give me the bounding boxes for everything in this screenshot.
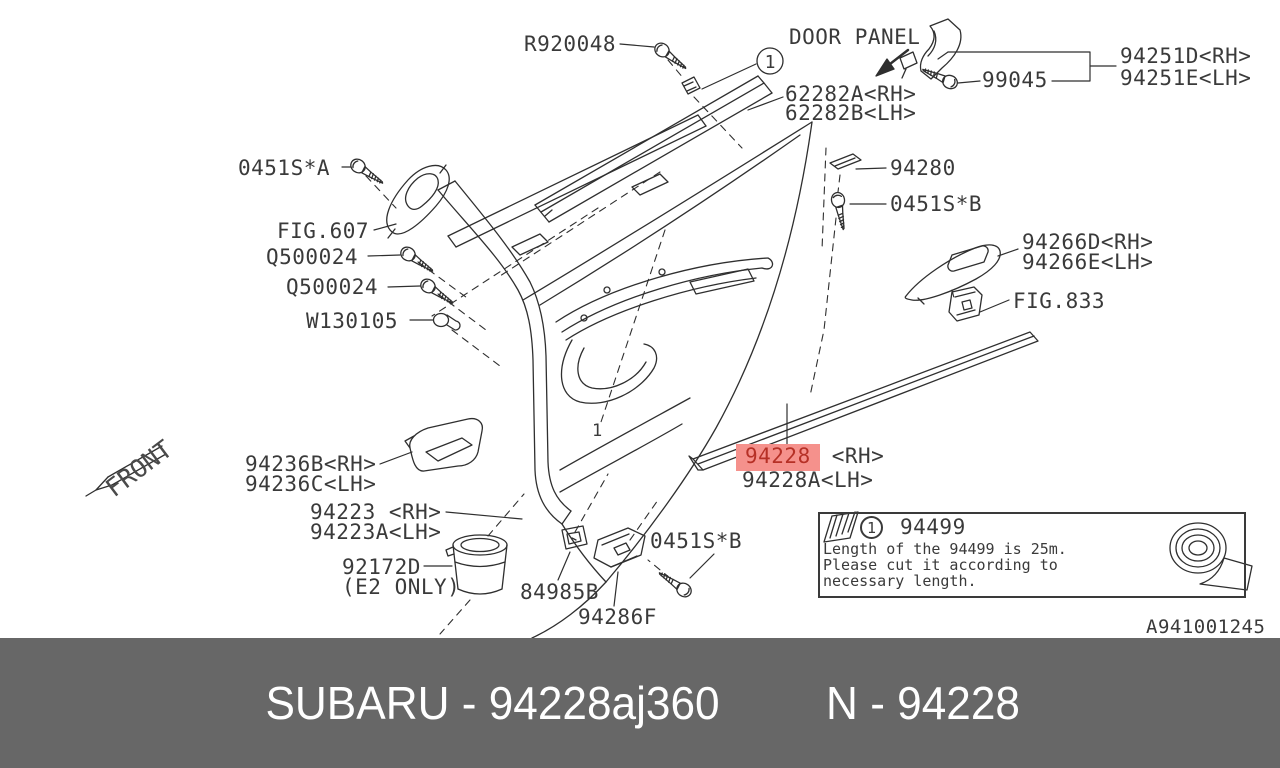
footer-ref-text: N - 94228: [825, 677, 1020, 729]
switch-bezel-94266-drawing: [904, 244, 1001, 305]
tape-roll-icon: [1169, 522, 1253, 591]
callout-q500024-lower: Q500024: [286, 275, 379, 299]
leader-lines: [341, 43, 1117, 607]
callout-r920048: R920048: [524, 32, 617, 56]
note-line-1: Length of the 94499 is 25m.: [823, 540, 1067, 558]
ref-1-inline: 1: [592, 421, 602, 441]
fig607-handle-drawing: [386, 164, 450, 239]
svg-text:FRONT: FRONT: [100, 434, 178, 502]
trim-strip-94228-drawing: [688, 331, 1039, 471]
callout-0451s-a: 0451S*A: [238, 156, 331, 180]
callout-94251e: 94251E<LH>: [1120, 66, 1252, 90]
footer-part-text: SUBARU - 94228aj360: [265, 677, 721, 729]
projection-dashed-lines: [365, 59, 956, 635]
callout-94251d: 94251D<RH>: [1120, 44, 1252, 68]
callout-94266e: 94266E<LH>: [1022, 250, 1154, 274]
weatherstrip-62282-drawing: [534, 75, 773, 223]
door-frame-rail-drawing: [447, 114, 707, 322]
grommet-w130105-icon: [432, 312, 461, 331]
door-panel-arrow-icon: [875, 48, 910, 77]
note-part-number: 94499: [900, 515, 966, 539]
callout-94236b: 94236B<RH>: [245, 452, 377, 476]
callout-94228-rh: <RH>: [831, 444, 885, 468]
screw-0451sb-upper-icon: [829, 190, 851, 232]
callout-94228-row: 94228 <RH>: [736, 444, 884, 471]
callout-w130105: W130105: [306, 309, 399, 333]
callout-94280: 94280: [890, 156, 956, 180]
callout-94286f: 94286F: [578, 605, 657, 629]
door-panel-exploded-drawing: 1 1 FRONT: [85, 18, 1253, 638]
handle-bezel-94236-drawing: [404, 417, 484, 472]
clip-r920048-drawing: [681, 76, 701, 95]
clip-94280-drawing: [829, 153, 862, 170]
clip-84985b-drawing: [561, 525, 588, 550]
callout-84985b: 84985B: [520, 580, 599, 604]
bracket-94251-drawing: [899, 18, 962, 80]
cup-92172d-drawing: [445, 534, 508, 595]
callout-92172d: 92172D: [342, 555, 421, 579]
tape-note-box: [818, 512, 1246, 598]
screw-0451sb-lower-icon: [655, 566, 695, 601]
callout-0451s-b-upper: 0451S*B: [890, 192, 983, 216]
callout-94223a: 94223A<LH>: [310, 520, 442, 544]
callout-fig833: FIG.833: [1013, 289, 1106, 313]
callout-door-panel: DOOR PANEL: [789, 25, 921, 49]
note-ref-1-circle: 1: [860, 516, 883, 539]
screw-0451sa-icon: [347, 155, 387, 190]
note-line-3: necessary length.: [823, 572, 977, 590]
callout-fig607: FIG.607: [277, 219, 370, 243]
callout-94266d: 94266D<RH>: [1022, 230, 1154, 254]
callout-92172d-note: (E2 ONLY): [342, 575, 461, 599]
callout-99045: 99045: [982, 68, 1048, 92]
footer-banner: SUBARU - 94228aj360 N - 94228: [0, 638, 1280, 768]
sash-pillar-drawing: [437, 180, 572, 525]
ref-1-circle-top: 1: [756, 47, 784, 75]
callout-0451s-b-lower: 0451S*B: [650, 529, 743, 553]
front-direction-arrow: FRONT: [85, 434, 178, 503]
svg-text:1: 1: [765, 52, 776, 73]
callout-62282a: 62282A<RH>: [785, 82, 917, 106]
callout-q500024-upper: Q500024: [266, 245, 359, 269]
drawing-code: A941001245: [1146, 616, 1266, 638]
callout-94236c: 94236C<LH>: [245, 472, 377, 496]
fig833-clip-drawing: [948, 286, 983, 322]
bracket-94286f-drawing: [593, 527, 646, 568]
door-trim-panel-drawing: [522, 121, 813, 638]
callout-94223: 94223 <RH>: [310, 500, 442, 524]
screw-r920048-icon: [651, 39, 691, 75]
note-line-2: Please cut it according to: [823, 556, 1058, 574]
callout-62282b: 62282B<LH>: [785, 101, 917, 125]
callout-94228a: 94228A<LH>: [742, 468, 874, 492]
callout-94228-highlighted: 94228: [736, 444, 820, 471]
screw-99045-icon: [919, 62, 961, 92]
